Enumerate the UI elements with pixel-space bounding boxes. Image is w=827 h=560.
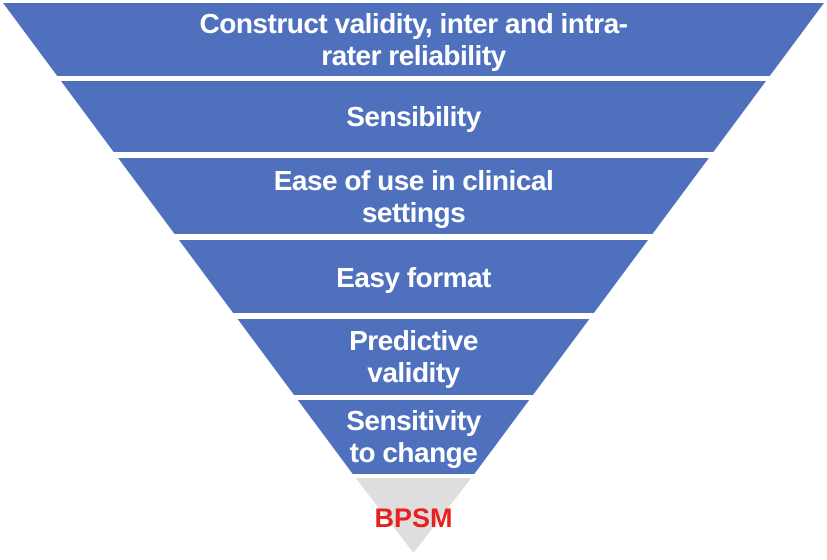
- funnel-level-6-shape: [297, 400, 530, 474]
- funnel-level-3: Ease of use in clinical settings: [118, 158, 709, 234]
- funnel-level-1: Construct validity, inter and intra- rat…: [3, 3, 824, 76]
- funnel-tip-shape: [355, 478, 472, 553]
- funnel-level-5: Predictive validity: [237, 319, 590, 395]
- funnel-level-4-shape: [178, 240, 649, 313]
- funnel-tip-label: BPSM: [374, 503, 452, 533]
- funnel-level-6-label-line-1: Sensitivity: [346, 405, 481, 436]
- funnel-level-1-shape: [3, 3, 824, 76]
- funnel-level-5-label-line-2: validity: [367, 357, 460, 388]
- funnel-level-1-label-line-2: rater reliability: [321, 40, 506, 71]
- funnel-level-3-label-line-2: settings: [362, 197, 465, 228]
- funnel-level-4-label-line-1: Easy format: [336, 262, 491, 293]
- funnel-level-5-shape: [237, 319, 590, 395]
- funnel-level-4: Easy format: [178, 240, 649, 313]
- funnel-level-2: Sensibility: [60, 81, 767, 152]
- funnel-tip: BPSM: [355, 478, 472, 553]
- funnel-level-3-label-line-1: Ease of use in clinical: [274, 165, 554, 196]
- funnel-level-1-label-line-1: Construct validity, inter and intra-: [200, 8, 628, 39]
- funnel-level-6: Sensitivity to change: [297, 400, 530, 474]
- funnel-level-5-label-line-1: Predictive: [349, 325, 478, 356]
- funnel-level-2-shape: [60, 81, 767, 152]
- funnel-level-3-shape: [118, 158, 709, 234]
- funnel-level-6-label-line-2: to change: [350, 437, 478, 468]
- funnel-level-2-label-line-1: Sensibility: [346, 101, 481, 132]
